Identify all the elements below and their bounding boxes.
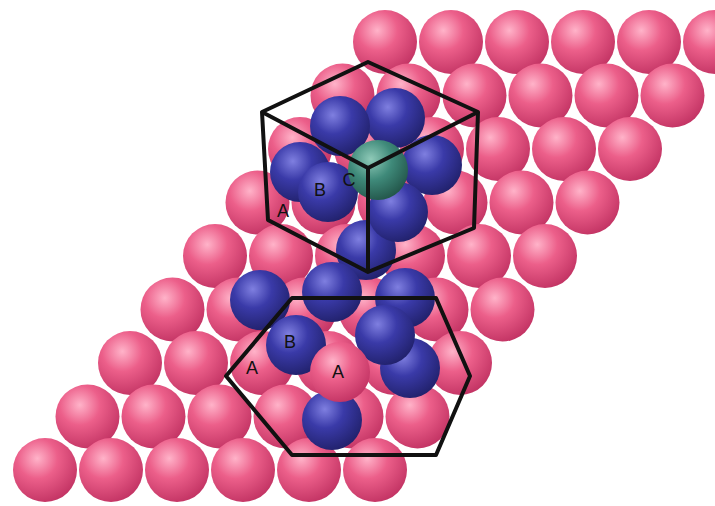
base-sphere	[513, 224, 577, 288]
base-sphere	[683, 10, 715, 74]
hcp-hexagon-outline	[226, 298, 470, 455]
upper-sphere	[348, 140, 408, 200]
base-sphere	[79, 438, 143, 502]
upper-sphere	[310, 342, 370, 402]
base-sphere	[641, 64, 705, 128]
base-layer	[13, 10, 715, 502]
layer-label: B	[314, 181, 326, 199]
cell-outlines	[226, 62, 478, 455]
base-sphere	[556, 171, 620, 235]
layer-label: B	[284, 333, 296, 351]
base-sphere	[211, 438, 275, 502]
base-sphere	[471, 278, 535, 342]
layer-label: A	[246, 359, 258, 377]
base-sphere	[343, 438, 407, 502]
fcc-cube-outline	[262, 62, 478, 272]
layer-label: A	[332, 363, 344, 381]
layer-label: C	[343, 171, 356, 189]
base-sphere	[598, 117, 662, 181]
base-sphere	[13, 438, 77, 502]
base-sphere	[145, 438, 209, 502]
upper-sphere	[298, 162, 358, 222]
upper-sphere	[302, 262, 362, 322]
upper-sphere	[365, 88, 425, 148]
fcc-cube-edges	[262, 112, 478, 272]
layer-label: A	[277, 202, 289, 220]
